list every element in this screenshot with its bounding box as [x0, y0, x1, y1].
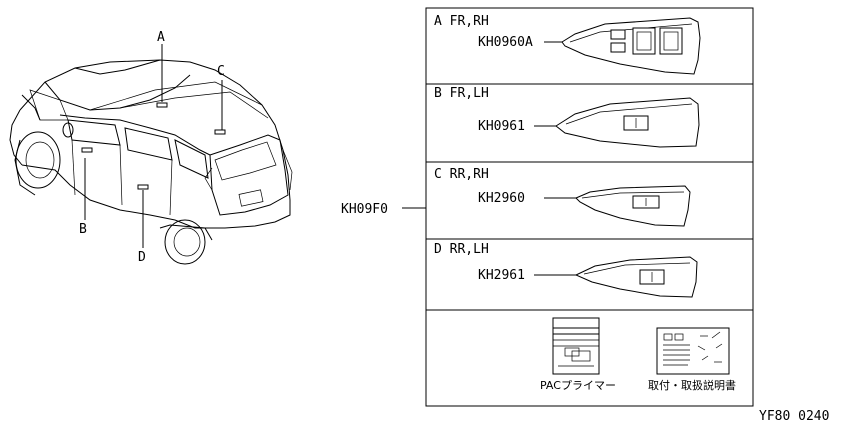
section-d-part-number: KH2961	[478, 268, 525, 283]
switch-panel-d	[574, 256, 698, 298]
parts-panel	[425, 7, 754, 407]
section-d-label: D RR,LH	[434, 242, 489, 257]
section-b-part-number: KH0961	[478, 119, 525, 134]
section-b-fr-lh: B FR,LH KH0961	[434, 86, 700, 148]
figure-code: YF80 0240	[759, 409, 829, 424]
assembly-part-number: KH09F0	[341, 202, 388, 217]
instruction-manual-icon	[656, 327, 730, 375]
callout-a: A	[157, 30, 165, 45]
section-b-label: B FR,LH	[434, 86, 489, 101]
callout-c: C	[217, 64, 225, 79]
section-a-label: A FR,RH	[434, 14, 489, 29]
section-d-rr-lh: D RR,LH KH2961	[434, 242, 698, 298]
primer-package-icon	[552, 317, 600, 375]
primer-label: PACプライマー	[540, 379, 616, 392]
section-c-rr-rh: C RR,RH KH2960	[434, 167, 691, 227]
callout-b: B	[79, 222, 87, 237]
instruction-manual-label: 取付・取扱説明書	[648, 378, 736, 392]
section-a-part-number: KH0960A	[478, 35, 533, 50]
section-a-fr-rh: A FR,RH KH0960A	[434, 14, 701, 75]
section-c-label: C RR,RH	[434, 167, 489, 182]
car-illustration: A C B D	[9, 30, 293, 265]
callout-d: D	[138, 250, 146, 265]
accessories-section: PACプライマー 取付・取扱説明書	[540, 317, 736, 392]
section-c-part-number: KH2960	[478, 191, 525, 206]
